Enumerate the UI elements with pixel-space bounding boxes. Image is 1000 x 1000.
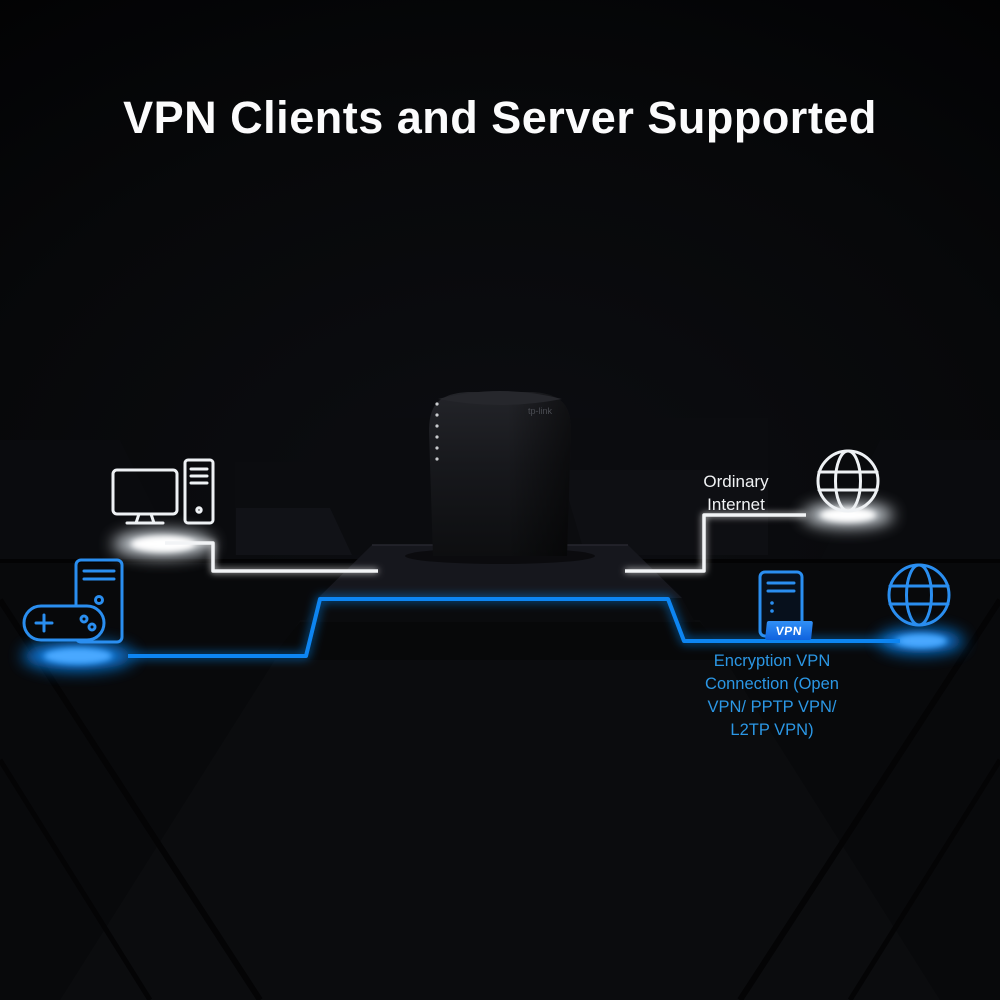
globe-icon-white bbox=[816, 449, 880, 513]
ordinary-internet-label: Ordinary Internet bbox=[703, 472, 769, 514]
background-shapes bbox=[0, 418, 1000, 1000]
router-logo: tp-link bbox=[528, 406, 553, 416]
vpn-connection-line bbox=[23, 597, 963, 670]
router-device: tp-link bbox=[429, 391, 571, 556]
router-led-lights bbox=[435, 402, 439, 461]
page-title: VPN Clients and Server Supported bbox=[123, 92, 877, 143]
desktop-computer-icon bbox=[111, 458, 215, 525]
globe-icon-blue bbox=[887, 563, 951, 627]
vpn-badge-text: VPN bbox=[775, 623, 803, 638]
encryption-vpn-label: Encryption VPN Connection (Open VPN/ PPT… bbox=[705, 652, 839, 739]
vpn-badge: VPN bbox=[765, 621, 813, 640]
ordinary-connection-line bbox=[113, 503, 893, 573]
gaming-pc-gamepad-icon bbox=[22, 558, 124, 644]
